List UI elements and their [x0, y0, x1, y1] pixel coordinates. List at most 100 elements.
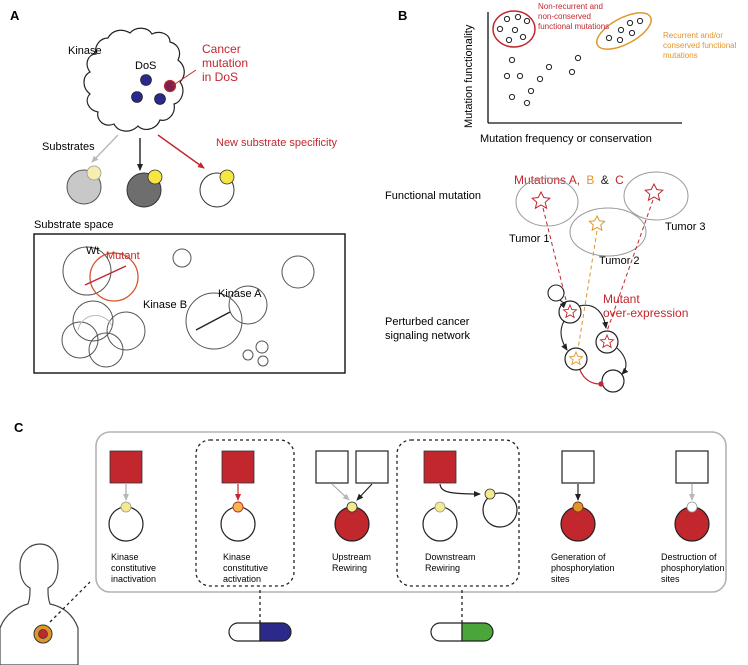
x-axis-label: Mutation frequency or conservation: [480, 133, 652, 145]
tumor-3-label: Tumor 3: [665, 221, 706, 233]
substrate-circle: [61, 321, 99, 359]
network-node-top: [547, 284, 565, 302]
downstream-dashed-box: [396, 439, 520, 587]
dos-label: DoS: [135, 60, 156, 72]
substrate-space-box: [33, 233, 346, 374]
wt-circle: [62, 246, 112, 296]
network-edge-red: [579, 369, 601, 385]
functional-mutation-label: Functional mutation: [385, 190, 481, 202]
kinase-square-2: [221, 450, 255, 484]
phosphosite-col1: [120, 501, 132, 513]
data-point: [519, 33, 527, 41]
network-edge: [560, 320, 568, 351]
phosphosite-col3: [346, 501, 358, 513]
tumor-2-label: Tumor 2: [599, 255, 640, 267]
overlap-arc: [77, 315, 113, 331]
network-edge: [616, 347, 629, 375]
phosphosite-col6: [686, 501, 698, 513]
data-point: [496, 25, 504, 33]
mutant-shift-line: [84, 265, 127, 286]
network-edge: [559, 299, 567, 309]
mutant-label: Mutant: [106, 250, 140, 262]
kinase-square-4: [423, 450, 457, 484]
tumor-core: [38, 629, 48, 639]
data-point: [628, 29, 636, 37]
mutation-a-star: [531, 190, 551, 210]
data-point: [516, 72, 524, 80]
substrate-space-title: Substrate space: [34, 219, 114, 231]
substrate-circle: [88, 332, 124, 368]
phosphosite-col5: [572, 501, 584, 513]
projection-c: [605, 199, 654, 335]
label-col6: Destruction of phosphorylation sites: [661, 552, 727, 584]
substrate-circle: [281, 255, 315, 289]
data-point: [536, 75, 544, 83]
projection-b: [577, 230, 598, 350]
mutant-circle: [89, 252, 139, 302]
human-silhouette: [0, 543, 79, 665]
substrates-label: Substrates: [42, 141, 95, 153]
data-point: [636, 17, 644, 25]
kinase-square-6: [675, 450, 709, 484]
panel-c-label: C: [14, 420, 24, 435]
data-point: [568, 68, 576, 76]
kinase-square-3b: [355, 450, 389, 484]
label-col2: Kinase constitutive activation: [223, 552, 271, 584]
mutation-b-star-node: [568, 350, 584, 366]
data-point: [508, 93, 516, 101]
kinase-square-3a: [315, 450, 349, 484]
phosphosite: [219, 169, 235, 185]
arrow-col3b: [356, 483, 373, 501]
data-point: [503, 72, 511, 80]
mutation-b-star: [588, 214, 606, 232]
substrate-circle: [228, 285, 268, 325]
drug-pill-navy: [228, 622, 292, 642]
data-point: [605, 34, 613, 42]
kinase-a-label: Kinase A: [218, 288, 262, 300]
tumor-1-label: Tumor 1: [509, 233, 550, 245]
tumor-1-ellipse: [515, 177, 579, 227]
red-cluster-outline: [492, 10, 536, 48]
arrow-col4-rewire: [439, 483, 481, 497]
data-point: [545, 63, 553, 71]
mutation-a-star-node: [562, 303, 578, 319]
orange-cluster-outline: [596, 12, 652, 50]
arrow-to-substrate-1: [91, 134, 119, 163]
label-col3: Upstream Rewiring: [332, 552, 374, 573]
kinase-b-label: Kinase B: [143, 299, 187, 311]
projection-a: [542, 207, 567, 301]
network-edge: [578, 304, 609, 329]
cancer-mutation-label: Cancer mutation in DoS: [202, 42, 251, 84]
substrate-circle: [257, 355, 269, 367]
tumor-3-ellipse: [623, 171, 689, 221]
arrow-to-substrate-3: [157, 134, 205, 169]
data-point: [626, 19, 634, 27]
data-point: [523, 17, 531, 25]
phosphosite-col4b: [484, 488, 496, 500]
kinase-blob: [83, 27, 185, 132]
kinase-a-shift-line: [195, 311, 231, 331]
cancer-mutation-leader: [171, 69, 197, 87]
substrate-circle: [242, 349, 254, 361]
substrate-circle: [106, 311, 146, 351]
mutations-title: Mutations A, B & C: [514, 173, 624, 187]
network-node-bottom: [601, 369, 625, 393]
kinase-square-5: [561, 450, 595, 484]
network-edge-end: [598, 381, 604, 387]
data-point: [508, 56, 516, 64]
kinase-a-circle: [185, 292, 243, 350]
orange-cluster-label: Recurrent and/or conserved functional mu…: [663, 31, 739, 60]
substrate-circle: [72, 300, 114, 342]
panel-b-label: B: [398, 8, 407, 23]
wt-label: Wt: [86, 245, 99, 257]
substrate-circle: [255, 340, 269, 354]
tumor-2-ellipse: [569, 207, 647, 257]
label-col1: Kinase constitutive inactivation: [111, 552, 159, 584]
new-specificity-label: New substrate specificity: [216, 137, 338, 149]
arrow-col3a: [331, 483, 350, 501]
data-point: [523, 99, 531, 107]
dos-residue: [131, 91, 143, 103]
kinase-square-1: [109, 450, 143, 484]
label-col4: Downstream Rewiring: [425, 552, 478, 573]
